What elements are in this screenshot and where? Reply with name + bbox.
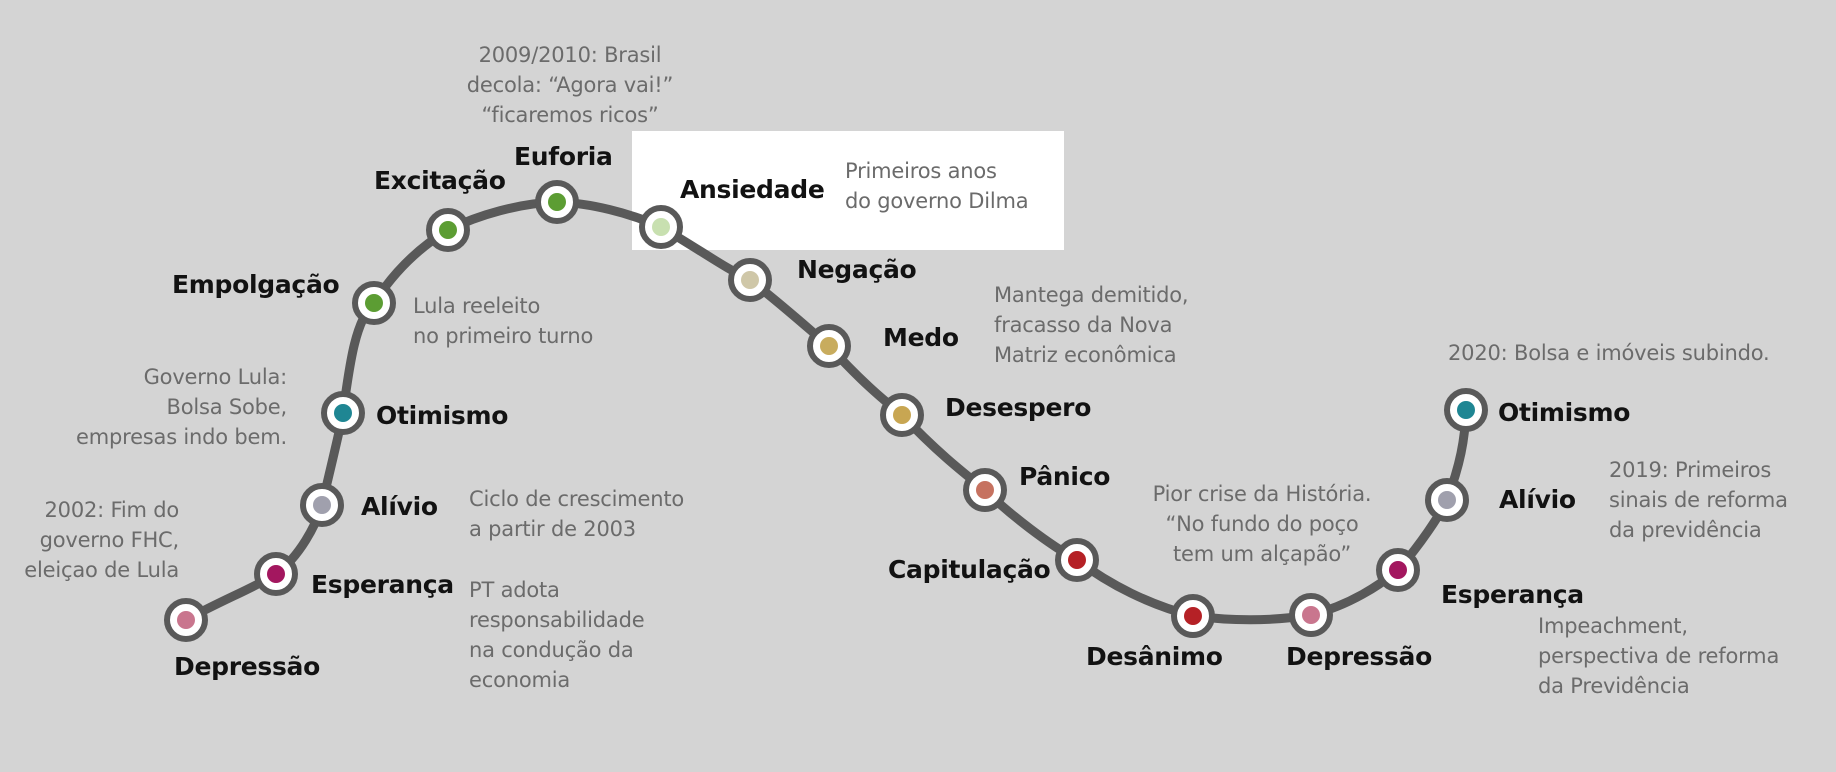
- stage-label-negacao: Negação: [797, 255, 917, 284]
- stage-label-excitacao: Excitação: [374, 166, 506, 195]
- note-governo-lula: Governo Lula:Bolsa Sobe,empresas indo be…: [75, 365, 287, 449]
- stage-label-depressao-2: Depressão: [1286, 642, 1432, 671]
- stage-label-empolgacao: Empolgação: [172, 270, 340, 299]
- stage-label-esperanca-1: Esperança: [311, 570, 454, 599]
- stage-label-otimismo-2: Otimismo: [1498, 398, 1631, 427]
- stage-dot: [728, 258, 772, 302]
- highlight-box: [632, 131, 1064, 250]
- stage-label-euforia: Euforia: [514, 142, 613, 171]
- stage-label-desespero: Desespero: [945, 393, 1092, 422]
- stage-label-alivio-1: Alívio: [361, 492, 438, 521]
- stage-dots: [164, 180, 1488, 642]
- stage-dot: [321, 391, 365, 435]
- stage-dot: [1171, 594, 1215, 638]
- stage-label-alivio-2: Alívio: [1499, 485, 1576, 514]
- stage-label-esperanca-2: Esperança: [1441, 580, 1584, 609]
- stage-dot: [1425, 478, 1469, 522]
- stage-dot: [807, 324, 851, 368]
- stage-label-otimismo-1: Otimismo: [376, 401, 509, 430]
- stage-dot: [426, 208, 470, 252]
- note-bolsa-2020: 2020: Bolsa e imóveis subindo.: [1448, 341, 1770, 365]
- stage-dot: [164, 598, 208, 642]
- stage-dot: [1055, 538, 1099, 582]
- stage-dot: [963, 468, 1007, 512]
- stage-label-medo: Medo: [883, 323, 959, 352]
- stage-label-capitulacao: Capitulação: [888, 555, 1051, 584]
- stage-dot: [535, 180, 579, 224]
- stage-label-ansiedade: Ansiedade: [680, 175, 825, 204]
- stage-dot: [1289, 593, 1333, 637]
- stage-dot: [880, 393, 924, 437]
- stage-dot: [352, 281, 396, 325]
- stage-dot: [639, 205, 683, 249]
- stage-dot: [254, 552, 298, 596]
- stage-dot: [1376, 548, 1420, 592]
- note-pior-crise: Pior crise da História.“No fundo do poço…: [1152, 482, 1372, 566]
- stage-label-desanimo: Desânimo: [1086, 642, 1223, 671]
- stage-label-panico: Pânico: [1019, 462, 1111, 491]
- stage-dot: [1444, 388, 1488, 432]
- stage-dot: [300, 483, 344, 527]
- stage-label-depressao-1: Depressão: [174, 652, 320, 681]
